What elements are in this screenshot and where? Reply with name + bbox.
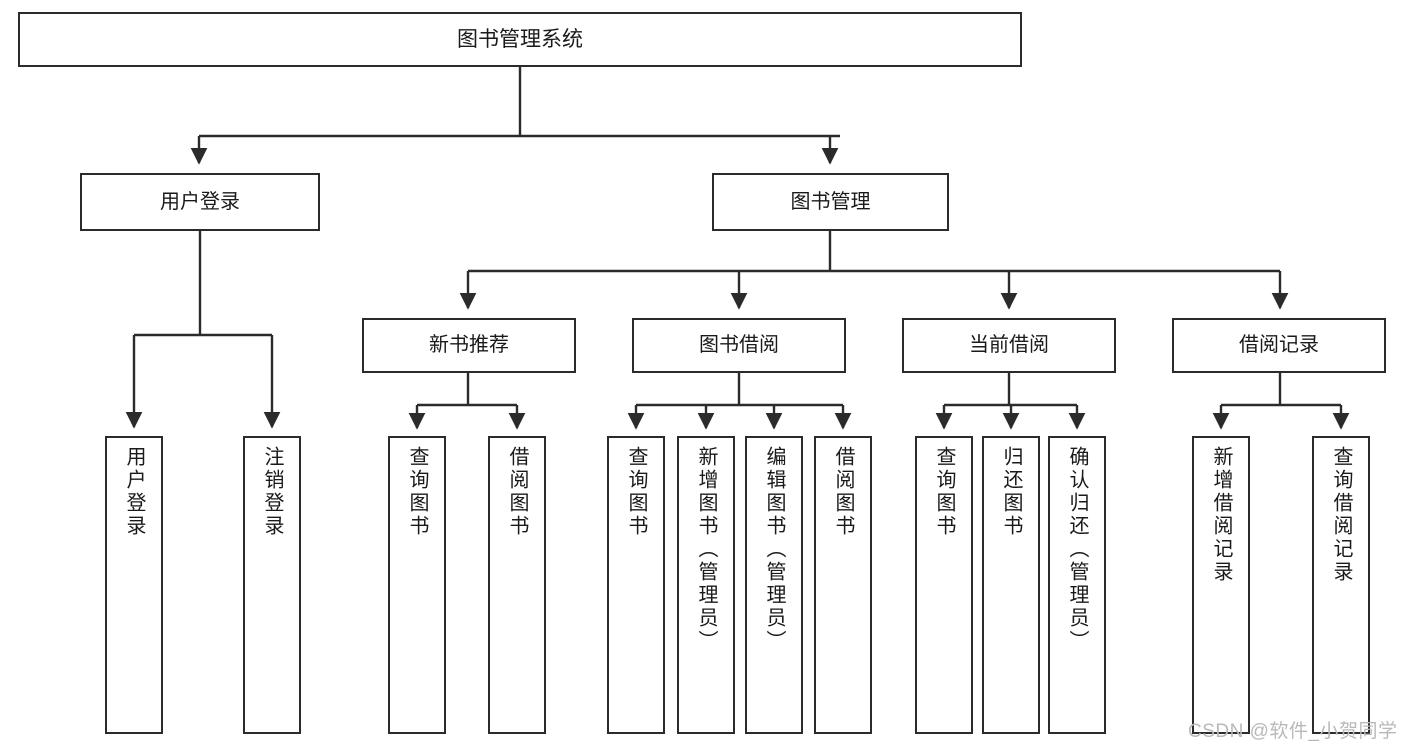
leaf-add-book-admin-label: 新增图书（管理员）	[695, 446, 717, 653]
leaf-borrow-book-recommend[interactable]: 借阅图书	[488, 436, 546, 734]
node-borrow-record-label: 借阅记录	[1239, 334, 1319, 357]
node-current-borrow-label: 当前借阅	[969, 334, 1049, 357]
leaf-add-borrow-record-label: 新增借阅记录	[1210, 446, 1232, 584]
leaf-add-book-admin[interactable]: 新增图书（管理员）	[677, 436, 735, 734]
csdn-watermark: CSDN @软件_小贺同学	[1188, 721, 1398, 742]
leaf-user-logout[interactable]: 注销登录	[243, 436, 301, 734]
node-user-login-label: 用户登录	[160, 190, 240, 213]
leaf-borrow-book-label: 借阅图书	[832, 446, 854, 538]
node-new-book-recommend[interactable]: 新书推荐	[362, 318, 576, 373]
node-new-book-recommend-label: 新书推荐	[429, 334, 509, 357]
leaf-query-book-borrow-label: 查询图书	[625, 446, 647, 538]
leaf-user-login-label: 用户登录	[123, 446, 145, 538]
leaf-query-borrow-record-label: 查询借阅记录	[1330, 446, 1352, 584]
leaf-return-book-label: 归还图书	[1000, 446, 1022, 538]
node-root-label: 图书管理系统	[457, 27, 583, 51]
leaf-user-login[interactable]: 用户登录	[105, 436, 163, 734]
node-borrow-record[interactable]: 借阅记录	[1172, 318, 1386, 373]
leaf-add-borrow-record[interactable]: 新增借阅记录	[1192, 436, 1250, 734]
leaf-edit-book-admin-label: 编辑图书（管理员）	[763, 446, 785, 653]
leaf-query-book-current-label: 查询图书	[933, 446, 955, 538]
leaf-query-book-recommend-label: 查询图书	[406, 446, 428, 538]
leaf-borrow-book-recommend-label: 借阅图书	[506, 446, 528, 538]
leaf-user-logout-label: 注销登录	[261, 446, 283, 538]
node-book-manage[interactable]: 图书管理	[712, 173, 949, 231]
leaf-edit-book-admin[interactable]: 编辑图书（管理员）	[745, 436, 803, 734]
node-book-manage-label: 图书管理	[790, 190, 871, 213]
leaf-query-book-current[interactable]: 查询图书	[915, 436, 973, 734]
node-user-login[interactable]: 用户登录	[80, 173, 320, 231]
leaf-return-book[interactable]: 归还图书	[982, 436, 1040, 734]
leaf-confirm-return-admin[interactable]: 确认归还（管理员）	[1048, 436, 1106, 734]
leaf-query-book-borrow[interactable]: 查询图书	[607, 436, 665, 734]
node-current-borrow[interactable]: 当前借阅	[902, 318, 1116, 373]
node-book-borrow[interactable]: 图书借阅	[632, 318, 846, 373]
node-book-borrow-label: 图书借阅	[699, 334, 779, 357]
node-root[interactable]: 图书管理系统	[18, 12, 1022, 67]
leaf-confirm-return-admin-label: 确认归还（管理员）	[1066, 446, 1088, 653]
leaf-borrow-book[interactable]: 借阅图书	[814, 436, 872, 734]
leaf-query-borrow-record[interactable]: 查询借阅记录	[1312, 436, 1370, 734]
leaf-query-book-recommend[interactable]: 查询图书	[388, 436, 446, 734]
